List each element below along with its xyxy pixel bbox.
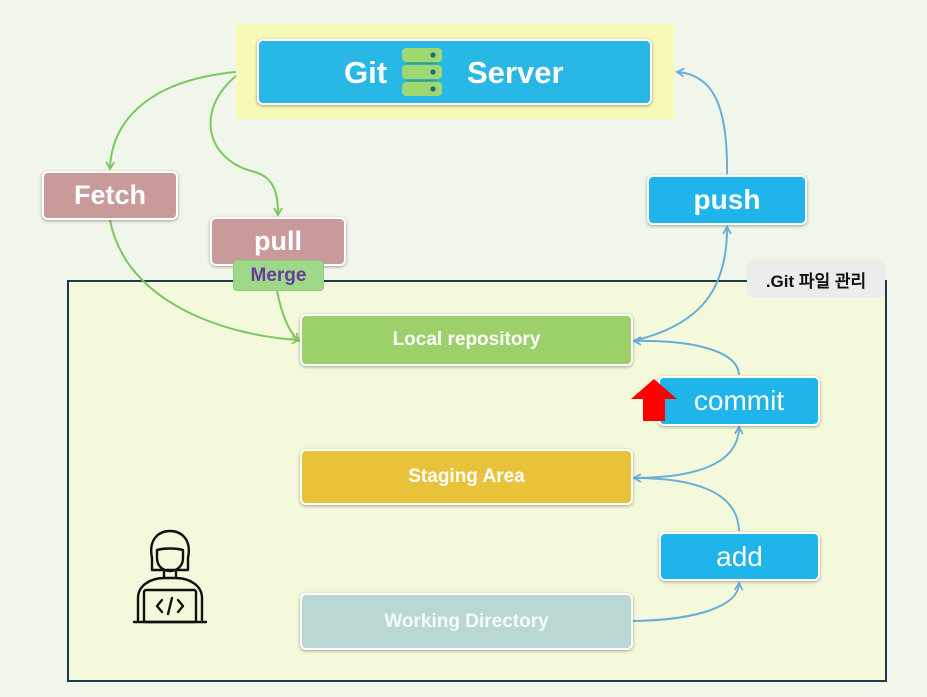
local-to-push-arrow [632,225,732,342]
commit-to-local-arrow [632,336,740,376]
working-to-add-arrow [632,581,744,622]
database-icon [399,44,445,112]
staging-to-commit-arrow [632,425,744,479]
add-box: add [659,532,820,581]
fetch-box: Fetch [42,171,178,220]
working-directory-box: Working Directory [300,593,633,650]
push-to-server-arrow [675,67,729,175]
merge-tag: Merge [233,260,324,291]
git-local-area-label: .Git 파일 관리 [747,260,885,298]
server-to-pull-arrow [209,75,283,217]
local-repository-box: Local repository [300,314,633,366]
push-box: push [647,175,807,225]
merge-to-local-arrow [276,290,300,342]
red-up-arrow-icon [631,379,677,421]
server-git-label: Git [344,55,388,90]
add-to-staging-arrow [632,473,740,532]
fetch-to-local-arrow [109,219,301,345]
pull-box: pull [210,217,346,266]
server-server-label: Server [467,55,564,90]
staging-area-box: Staging Area [300,449,633,505]
commit-box: commit [658,376,820,426]
server-to-fetch-arrow [105,71,237,171]
developer-laptop-icon [132,529,208,624]
git-server-box: Git Server [257,39,652,105]
